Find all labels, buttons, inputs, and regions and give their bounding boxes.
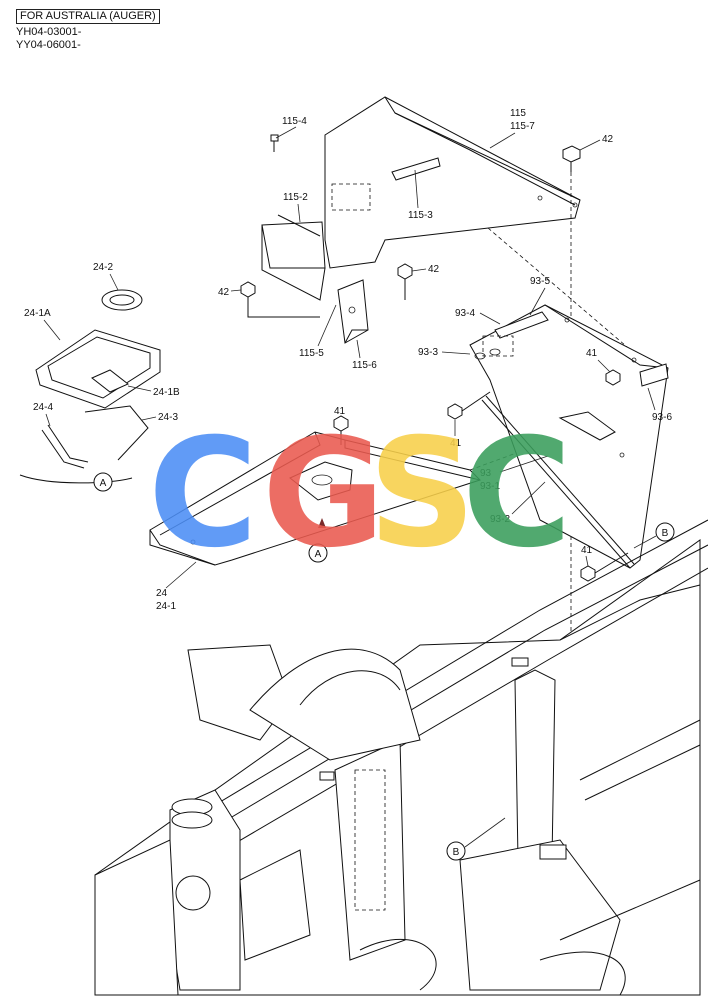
callout-41-b: 41	[450, 438, 462, 449]
callout-24-3: 24-3	[158, 412, 178, 423]
guard-24-drawing	[19, 289, 621, 566]
ref-marker-a-1: A	[93, 472, 113, 492]
callouts: 115-4 115 115-7 42 115-2 115-3 42 42 115…	[24, 108, 672, 612]
svg-text:A: A	[100, 478, 107, 489]
callout-42-top: 42	[602, 134, 614, 145]
callout-93-6: 93-6	[652, 412, 672, 423]
callout-93-5: 93-5	[530, 276, 550, 287]
callout-115-4: 115-4	[282, 116, 307, 127]
callout-24-4: 24-4	[33, 402, 53, 413]
svg-text:B: B	[453, 847, 460, 858]
callout-115-7: 115-7	[510, 121, 535, 132]
callout-41-d: 41	[581, 545, 593, 556]
callout-24-1b: 24-1B	[153, 387, 180, 398]
callout-24-1a: 24-1A	[24, 308, 51, 319]
callout-93-1: 93-1	[480, 481, 500, 492]
watermark-logo: C G S C	[148, 407, 572, 581]
ref-marker-a-2: A	[308, 543, 328, 563]
callout-115-2: 115-2	[283, 192, 308, 203]
plate-93-drawing	[469, 304, 669, 569]
callout-93-2: 93-2	[490, 514, 510, 525]
machine-frame-drawing	[94, 519, 708, 996]
callout-42-mid: 42	[428, 264, 440, 275]
watermark-letter-c1: C	[148, 407, 258, 581]
callout-115-5: 115-5	[299, 348, 324, 359]
watermark-letter-g: G	[262, 407, 385, 581]
callout-93-3: 93-3	[418, 347, 438, 358]
bolt-41-plate-b-drawing	[447, 391, 491, 420]
bolt-42-mid-drawing	[397, 263, 413, 300]
header-block: FOR AUSTRALIA (AUGER) YH04-03001- YY04-0…	[16, 9, 160, 52]
callout-24: 24	[156, 588, 168, 599]
callout-93: 93	[480, 468, 492, 479]
bolt-115-4-drawing	[270, 134, 279, 152]
callout-115: 115	[510, 108, 526, 119]
bolt-42-left-drawing	[240, 281, 320, 318]
callout-115-6: 115-6	[352, 360, 377, 371]
bolt-41-guard-drawing	[333, 415, 349, 445]
svg-text:A: A	[315, 549, 322, 560]
variant-label: FOR AUSTRALIA (AUGER)	[16, 9, 160, 24]
ref-marker-b-2: B	[446, 817, 506, 861]
serial-range-2: YY04-06001-	[16, 39, 81, 51]
callout-115-3: 115-3	[408, 210, 433, 221]
serial-range-1: YH04-03001-	[16, 26, 82, 38]
svg-text:B: B	[662, 528, 669, 539]
bracket-115-drawing	[261, 96, 641, 359]
bolt-41-plate-a-drawing	[605, 369, 621, 386]
watermark-letter-s: S	[368, 407, 476, 581]
callout-42-left: 42	[218, 287, 230, 298]
callout-93-4: 93-4	[455, 308, 475, 319]
ref-marker-b-1: B	[633, 522, 675, 549]
callout-24-1: 24-1	[156, 601, 176, 612]
callout-41-a: 41	[586, 348, 598, 359]
watermark-letter-c2: C	[462, 407, 572, 581]
callout-24-2: 24-2	[93, 262, 113, 273]
callout-41-c: 41	[334, 406, 346, 417]
